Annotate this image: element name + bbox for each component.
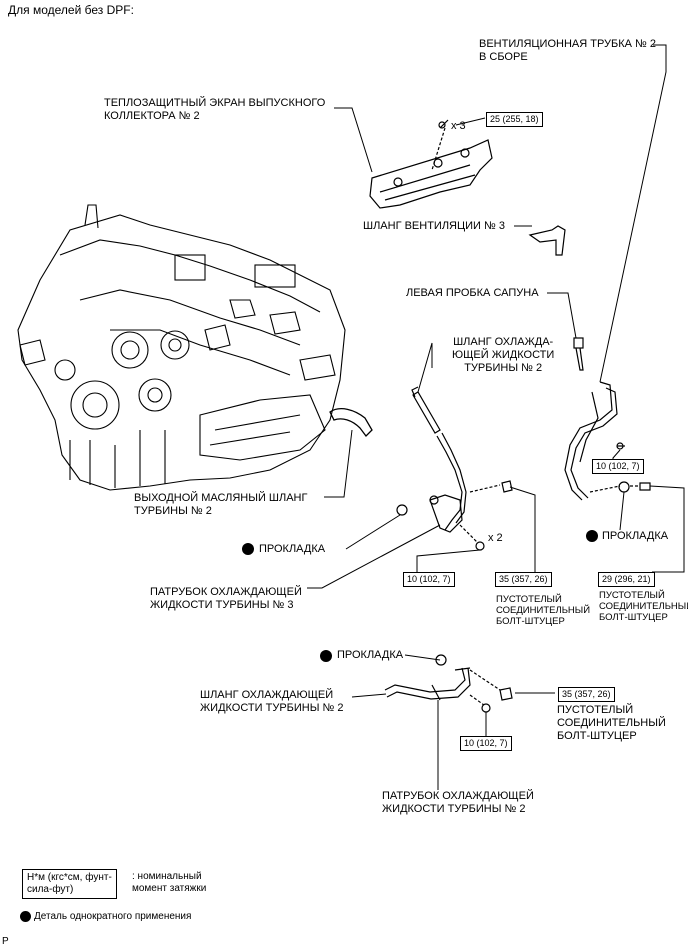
union-bolt-mid-label-line1: ПУСТОТЕЛЫЙ	[496, 594, 590, 605]
gasket-right-label: ПРОКЛАДКА	[602, 530, 668, 543]
hose-bottom-label: ШЛАНГ ОХЛАЖДАЮЩЕЙ ЖИДКОСТИ ТУРБИНЫ № 2	[200, 689, 344, 715]
heat-shield-part	[370, 120, 492, 208]
torque-heat-shield: 25 (255, 18)	[486, 112, 543, 127]
legend-torque-desc-line2: момент затяжки	[132, 883, 206, 895]
union-bolt-bottom-label-line2: СОЕДИНИТЕЛЬНЫЙ	[557, 717, 666, 730]
heat-shield-qty: x 3	[451, 120, 466, 133]
oil-hose-label: ВЫХОДНОЙ МАСЛЯНЫЙ ШЛАНГ ТУРБИНЫ № 2	[134, 492, 307, 518]
engine-illustration	[18, 205, 372, 490]
page-title: Для моделей без DPF:	[8, 4, 134, 17]
legend-torque-box-line1: Н*м (кгс*см, фунт-	[27, 872, 112, 884]
vent-hose-3-part	[530, 226, 565, 255]
pipe-2-label-line1: ПАТРУБОК ОХЛАЖДАЮЩЕЙ	[382, 790, 534, 803]
union-bolt-right-label-line1: ПУСТОТЕЛЫЙ	[599, 590, 688, 601]
coolant-hose-top-label: ШЛАНГ ОХЛАЖДА- ЮЩЕЙ ЖИДКОСТИ ТУРБИНЫ № 2	[452, 336, 554, 375]
pipe-2-label-line2: ЖИДКОСТИ ТУРБИНЫ № 2	[382, 803, 534, 816]
torque-pipe2-bolt: 10 (102, 7)	[460, 736, 512, 751]
pipe3-bolt-qty: x 2	[488, 532, 503, 545]
legend-single-use-icon	[20, 911, 31, 922]
vent-hose-3-label: ШЛАНГ ВЕНТИЛЯЦИИ № 3	[363, 220, 505, 233]
legend-torque-box: Н*м (кгс*см, фунт- сила-фут)	[22, 869, 117, 899]
torque-pipe3-bolt: 10 (102, 7)	[403, 572, 455, 587]
union-bolt-bottom-label-line1: ПУСТОТЕЛЫЙ	[557, 704, 666, 717]
gasket-left-label: ПРОКЛАДКА	[259, 543, 325, 556]
coolant-hose-top-label-line3: ТУРБИНЫ № 2	[452, 362, 554, 375]
union-bolt-bottom-label-line3: БОЛТ-ШТУЦЕР	[557, 730, 666, 743]
gasket-bottom-label: ПРОКЛАДКА	[337, 649, 403, 662]
coolant-hose-top-part	[397, 387, 512, 550]
vent-tube-part	[565, 382, 650, 500]
union-bolt-right-label: ПУСТОТЕЛЫЙ СОЕДИНИТЕЛЬНЫЙ БОЛТ-ШТУЦЕР	[599, 590, 688, 623]
heat-shield-label: ТЕПЛОЗАЩИТНЫЙ ЭКРАН ВЫПУСКНОГО КОЛЛЕКТОР…	[104, 97, 325, 123]
vent-tube-2-label: ВЕНТИЛЯЦИОННАЯ ТРУБКА № 2 В СБОРЕ	[479, 38, 656, 64]
pipe-2-label: ПАТРУБОК ОХЛАЖДАЮЩЕЙ ЖИДКОСТИ ТУРБИНЫ № …	[382, 790, 534, 816]
coolant-hose-top-label-line1: ШЛАНГ ОХЛАЖДА-	[452, 336, 554, 349]
torque-vent-tube-bolt: 10 (102, 7)	[592, 459, 644, 474]
single-use-icon	[242, 543, 254, 555]
torque-union-right: 29 (296, 21)	[598, 572, 655, 587]
legend-torque-desc: : номинальный момент затяжки	[132, 871, 206, 895]
legend-torque-box-line2: сила-фут)	[27, 884, 112, 896]
pipe-3-label: ПАТРУБОК ОХЛАЖДАЮЩЕЙ ЖИДКОСТИ ТУРБИНЫ № …	[150, 586, 302, 612]
oil-hose-label-line1: ВЫХОДНОЙ МАСЛЯНЫЙ ШЛАНГ	[134, 492, 307, 505]
union-bolt-mid-label-line2: СОЕДИНИТЕЛЬНЫЙ	[496, 605, 590, 616]
heat-shield-label-line2: КОЛЛЕКТОРА № 2	[104, 110, 325, 123]
oil-hose-label-line2: ТУРБИНЫ № 2	[134, 505, 307, 518]
hose-bottom-label-line2: ЖИДКОСТИ ТУРБИНЫ № 2	[200, 702, 344, 715]
hose-bottom-label-line1: ШЛАНГ ОХЛАЖДАЮЩЕЙ	[200, 689, 344, 702]
union-bolt-mid-label: ПУСТОТЕЛЫЙ СОЕДИНИТЕЛЬНЫЙ БОЛТ-ШТУЦЕР	[496, 594, 590, 627]
legend-single-use-label: Деталь однократного применения	[34, 910, 191, 923]
union-bolt-right-label-line3: БОЛТ-ШТУЦЕР	[599, 612, 688, 623]
legend-torque-desc-line1: : номинальный	[132, 871, 206, 883]
union-bolt-bottom-label: ПУСТОТЕЛЫЙ СОЕДИНИТЕЛЬНЫЙ БОЛТ-ШТУЦЕР	[557, 704, 666, 743]
footer-code: P	[2, 935, 9, 948]
bottom-assembly-part	[385, 655, 512, 712]
torque-union-bottom: 35 (357, 26)	[558, 687, 615, 702]
single-use-icon	[586, 530, 598, 542]
vent-tube-2-label-line1: ВЕНТИЛЯЦИОННАЯ ТРУБКА № 2	[479, 38, 656, 51]
union-bolt-right-label-line2: СОЕДИНИТЕЛЬНЫЙ	[599, 601, 688, 612]
torque-union-mid: 35 (357, 26)	[495, 572, 552, 587]
heat-shield-label-line1: ТЕПЛОЗАЩИТНЫЙ ЭКРАН ВЫПУСКНОГО	[104, 97, 325, 110]
vent-tube-2-label-line2: В СБОРЕ	[479, 51, 656, 64]
breather-plug-part	[574, 338, 583, 370]
pipe-3-label-line2: ЖИДКОСТИ ТУРБИНЫ № 3	[150, 599, 302, 612]
coolant-hose-top-label-line2: ЮЩЕЙ ЖИДКОСТИ	[452, 349, 554, 362]
breather-plug-label: ЛЕВАЯ ПРОБКА САПУНА	[406, 287, 539, 300]
union-bolt-mid-label-line3: БОЛТ-ШТУЦЕР	[496, 616, 590, 627]
single-use-icon	[320, 650, 332, 662]
pipe-3-label-line1: ПАТРУБОК ОХЛАЖДАЮЩЕЙ	[150, 586, 302, 599]
